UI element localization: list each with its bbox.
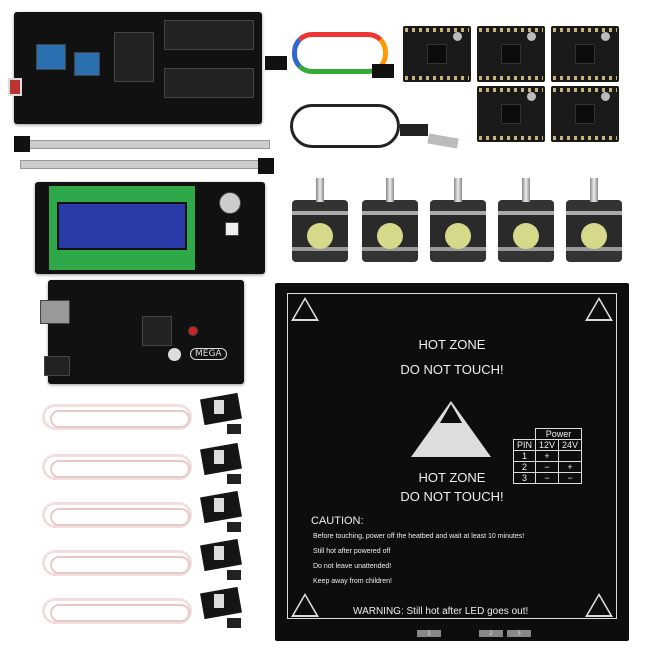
- connector-pad: 3: [507, 630, 531, 637]
- cable-connector: [265, 56, 287, 70]
- usb-plug-icon: [400, 124, 428, 136]
- caution-line: Do not leave unattended!: [313, 563, 392, 570]
- do-not-touch-label: DO NOT TOUCH!: [400, 362, 504, 377]
- hot-surface-warning-icon: [585, 297, 613, 321]
- stepper-motor: [566, 178, 622, 262]
- table-cell: [558, 450, 583, 462]
- stepper-driver: [477, 86, 545, 142]
- hot-zone-label: HOT ZONE: [418, 337, 486, 352]
- hot-surface-warning-icon: [585, 593, 613, 617]
- hot-zone-label: HOT ZONE: [418, 470, 486, 485]
- usb-cable: [290, 104, 400, 148]
- stepper-driver: [477, 26, 545, 82]
- terminal-block: [74, 52, 100, 76]
- reset-button: [188, 326, 198, 336]
- endstop-switch: [42, 538, 242, 587]
- table-cell: 3: [512, 472, 537, 484]
- mosfets: [114, 32, 154, 82]
- ribbon-cable: [20, 160, 270, 169]
- hot-surface-warning-icon: [291, 297, 319, 321]
- caution-line: Keep away from children!: [313, 578, 392, 585]
- ribbon-cable: [20, 140, 270, 149]
- table-row: 1+: [512, 450, 583, 462]
- table-cell: +: [535, 450, 560, 462]
- endstop-switch: [42, 586, 242, 635]
- table-header: PIN: [512, 439, 537, 451]
- usb-plug-icon: [427, 133, 459, 149]
- ramps-board: [14, 12, 262, 124]
- mcu-chip: [142, 316, 172, 346]
- connector-pad: 1: [417, 630, 441, 637]
- caution-line: Before touching, power off the heatbed a…: [313, 533, 525, 540]
- endstop-switch: [42, 490, 242, 539]
- table-header: 12V: [535, 439, 560, 451]
- power-switch: [8, 78, 22, 96]
- stepper-driver: [551, 26, 619, 82]
- stepper-motor: [430, 178, 486, 262]
- driver-sockets: [164, 68, 254, 98]
- usb-port: [40, 300, 70, 324]
- table-header: 24V: [558, 439, 583, 451]
- driver-sockets: [164, 20, 254, 50]
- stepper-motor: [292, 178, 348, 262]
- table-cell: 1: [512, 450, 537, 462]
- heatbed-border: [287, 293, 617, 619]
- ribbon-connector: [258, 158, 274, 174]
- connector-pad: 2: [479, 630, 503, 637]
- stepper-motor: [498, 178, 554, 262]
- stepper-motor: [362, 178, 418, 262]
- table-row: 3−−: [512, 472, 583, 484]
- lcd-screen: [57, 202, 187, 250]
- endstop-switch: [42, 442, 242, 491]
- hot-surface-warning-icon: [411, 401, 491, 457]
- stepper-driver: [551, 86, 619, 142]
- table-cell: −: [535, 472, 560, 484]
- s-logo-icon: [168, 348, 181, 361]
- buzzer: [219, 192, 241, 214]
- warning-text: WARNING: Still hot after LED goes out!: [353, 606, 529, 617]
- caution-title: CAUTION:: [311, 515, 364, 527]
- ribbon-connector: [14, 136, 30, 152]
- hot-surface-warning-icon: [291, 593, 319, 617]
- mega-board: MEGA: [40, 280, 244, 384]
- do-not-touch-label: DO NOT TOUCH!: [400, 489, 504, 504]
- caution-line: Still hot after powered off: [313, 548, 391, 555]
- power-jack: [44, 356, 70, 376]
- mega-logo: MEGA: [190, 348, 227, 360]
- rotary-knob: [225, 222, 239, 236]
- endstop-switch: [42, 392, 242, 441]
- terminal-block: [36, 44, 66, 70]
- lcd-controller: [35, 182, 265, 274]
- stepper-driver: [403, 26, 471, 82]
- cable-connector: [372, 64, 394, 78]
- power-header: Power: [535, 428, 583, 440]
- jumper-cable: [292, 32, 388, 74]
- table-cell: −: [558, 472, 583, 484]
